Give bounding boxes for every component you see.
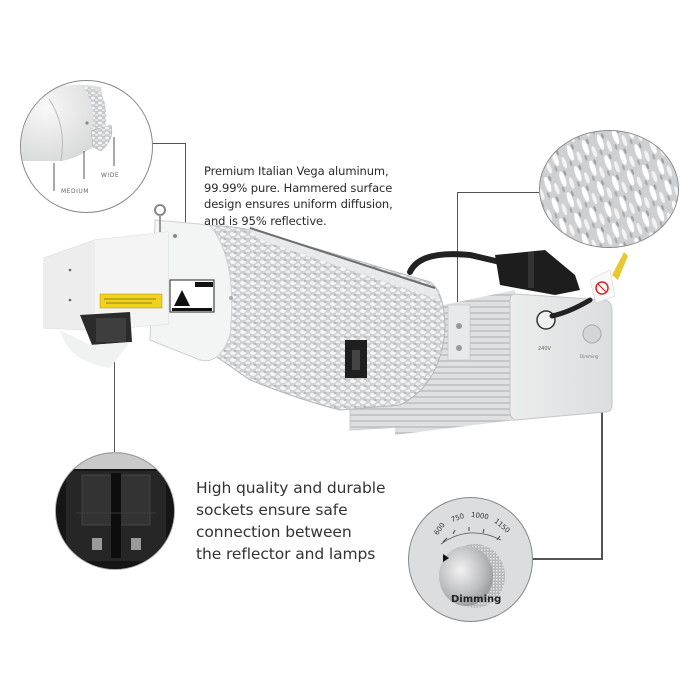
ballast-dial-label: Dimming <box>580 354 599 359</box>
socket-illustration <box>56 453 174 569</box>
callout-line-modes-h <box>150 143 186 144</box>
reflector-mode-illustration <box>21 84 115 191</box>
reflector-callout-line: and is 95% reflective. <box>204 213 327 228</box>
reflector-modes-detail: MEDIUM WIDE <box>20 80 153 213</box>
callout-line-socket-v <box>114 338 115 454</box>
socket-callout-line: High quality and durable <box>196 479 386 497</box>
socket-callout-line: connection between <box>196 523 352 541</box>
dimming-knob-illustration <box>439 527 505 608</box>
dimming-knob-detail: 600 750 1000 1150 Dimming <box>408 497 533 622</box>
callout-line-dimming-v <box>601 342 603 559</box>
reflector-callout-text: Premium Italian Vega aluminum, 99.99% pu… <box>204 163 393 229</box>
callout-line-texture-h <box>457 192 539 193</box>
socket-callout-line: the reflector and lamps <box>196 545 376 563</box>
callout-line-texture-v <box>457 192 458 310</box>
socket-callout-text: High quality and durable sockets ensure … <box>196 477 386 565</box>
socket-closeup-detail <box>55 452 175 570</box>
reflector-callout-line: Premium Italian Vega aluminum, <box>204 164 389 178</box>
svg-text:240V: 240V <box>538 346 552 352</box>
callout-line-dimming-h <box>532 558 603 560</box>
socket-callout-line: sockets ensure safe <box>196 501 348 519</box>
mode-label-medium: MEDIUM <box>61 188 89 195</box>
callout-line-modes-v <box>185 143 186 243</box>
reflector-callout-line: 99.99% pure. Hammered surface <box>204 180 393 195</box>
mode-label-wide: WIDE <box>101 172 120 179</box>
hammered-texture-detail <box>539 130 679 248</box>
hammered-texture-illustration <box>540 131 678 247</box>
reflector-callout-line: design ensures uniform diffusion, <box>204 197 393 211</box>
dimming-label: Dimming <box>451 594 502 605</box>
